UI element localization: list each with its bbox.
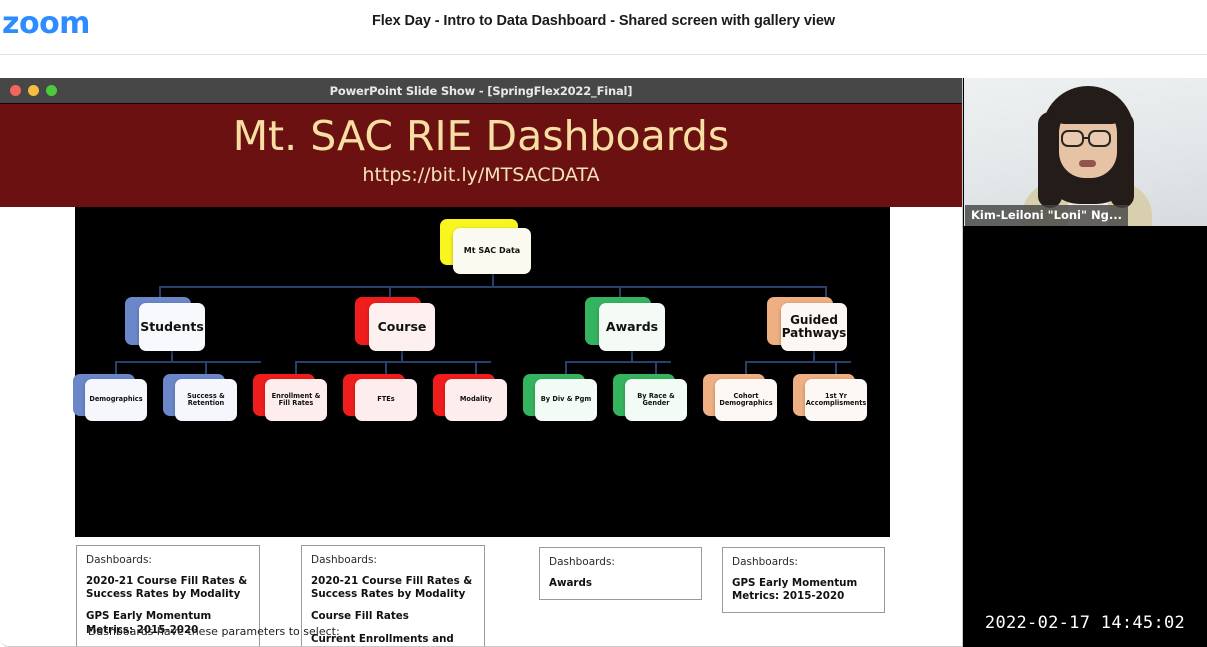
dashboard-box-label: Dashboards:	[732, 556, 798, 568]
powerpoint-window-title: PowerPoint Slide Show - [SpringFlex2022_…	[329, 83, 633, 98]
org-chart-diagram: Mt SAC Data Students Course Awards	[73, 207, 890, 537]
powerpoint-titlebar: PowerPoint Slide Show - [SpringFlex2022_…	[0, 78, 962, 103]
dashboard-box-students: Dashboards: 2020-21 Course Fill Rates & …	[76, 545, 260, 647]
node-label: Course	[369, 303, 435, 351]
dashboard-item: GPS Early Momentum Metrics: 2015-2020	[732, 577, 858, 603]
slide-heading: Mt. SAC RIE Dashboards	[232, 112, 730, 160]
node-label: Modality	[445, 379, 507, 421]
dashboard-item: 2020-21 Course Fill Rates & Success Rate…	[86, 575, 248, 601]
connector-modality-up	[475, 361, 477, 375]
node-label: Students	[139, 303, 205, 351]
connector-success-up	[205, 361, 207, 375]
window-traffic-lights[interactable]	[10, 85, 57, 96]
slide-body: Mt SAC Data Students Course Awards	[0, 207, 962, 647]
connector-enrollment-up	[295, 361, 297, 375]
connector-gp-up	[825, 286, 827, 300]
dashboard-item: GPS Early Momentum Metrics: 2015-2020	[86, 610, 212, 636]
zoom-logo: zoom	[2, 6, 90, 41]
node-label: Awards	[599, 303, 665, 351]
connector-ftes-up	[385, 361, 387, 375]
participant-hair-left	[1038, 112, 1062, 208]
participant-bangs	[1056, 98, 1120, 124]
participant-name-label: Kim-Leiloni "Loni" Ng...	[965, 205, 1128, 226]
node-label: By Race & Gender	[625, 379, 687, 421]
connector-course-up	[389, 286, 391, 300]
node-label: Success & Retention	[175, 379, 237, 421]
connector-awards-bus	[565, 361, 671, 363]
dashboard-box-label: Dashboards:	[311, 554, 377, 566]
dashboard-item: Success and Retention Rates: 2016-2021	[86, 646, 250, 647]
dashboard-item: Course Fill Rates	[311, 610, 409, 623]
node-guided-pathways[interactable]: Guided Pathways	[767, 297, 847, 351]
dashboard-item: 2020-21 Course Fill Rates & Success Rate…	[311, 575, 473, 601]
dashboard-box-label: Dashboards:	[86, 554, 152, 566]
slide-url-link[interactable]: https://bit.ly/MTSACDATA	[362, 164, 600, 186]
node-by-div-pgm[interactable]: By Div & Pgm	[523, 374, 597, 421]
dashboard-box-guided-pathways: Dashboards: GPS Early Momentum Metrics: …	[722, 547, 885, 614]
node-success-retention[interactable]: Success & Retention	[163, 374, 237, 421]
close-window-button[interactable]	[10, 85, 21, 96]
node-awards[interactable]: Awards	[585, 297, 665, 351]
dashboard-box-label: Dashboards:	[549, 556, 615, 568]
connector-course-bus	[295, 361, 491, 363]
node-enrollment-fill-rates[interactable]: Enrollment & Fill Rates	[253, 374, 327, 421]
node-label: Demographics	[85, 379, 147, 421]
connector-gp-down	[813, 345, 815, 361]
node-label: By Div & Pgm	[535, 379, 597, 421]
node-demographics[interactable]: Demographics	[73, 374, 147, 421]
connector-byrace-up	[655, 361, 657, 375]
node-label: Cohort Demographics	[715, 379, 777, 421]
node-ftes[interactable]: FTEs	[343, 374, 417, 421]
connector-course-down	[401, 345, 403, 361]
node-label: Enrollment & Fill Rates	[265, 379, 327, 421]
eyeglasses-right-lens	[1088, 130, 1111, 147]
node-students[interactable]: Students	[125, 297, 205, 351]
node-first-yr-accomplisments[interactable]: 1st Yr Accomplisments	[793, 374, 867, 421]
dashboard-box-awards: Dashboards: Awards	[539, 547, 702, 601]
node-mt-sac-data[interactable]: Mt SAC Data	[440, 219, 531, 274]
node-course[interactable]: Course	[355, 297, 435, 351]
dashboard-item: Current Enrollments and FTES Counts (Com…	[311, 632, 470, 646]
maximize-window-button[interactable]	[46, 85, 57, 96]
node-label: 1st Yr Accomplisments	[805, 379, 867, 421]
connector-demographics-up	[115, 361, 117, 375]
node-label: FTEs	[355, 379, 417, 421]
node-by-race-gender[interactable]: By Race & Gender	[613, 374, 687, 421]
zoom-top-bar: zoom Flex Day - Intro to Data Dashboard …	[0, 0, 1207, 55]
connector-students-bus	[115, 361, 261, 363]
meeting-title: Flex Day - Intro to Data Dashboard - Sha…	[372, 13, 835, 29]
node-label: Guided Pathways	[781, 303, 847, 351]
connector-gp-bus	[745, 361, 851, 363]
connector-root-down	[492, 265, 494, 287]
node-label: Mt SAC Data	[453, 228, 531, 274]
connector-awards-up	[619, 286, 621, 300]
connector-firstyr-up	[835, 361, 837, 375]
parameters-intro-text: Dashboards have these parameters to sele…	[88, 625, 340, 638]
connector-students-up	[159, 286, 161, 300]
participant-video-tile[interactable]: Kim-Leiloni "Loni" Ng...	[964, 78, 1207, 226]
participant-mouth	[1079, 160, 1096, 167]
connector-bydiv-up	[565, 361, 567, 375]
connector-cohort-up	[745, 361, 747, 375]
node-modality[interactable]: Modality	[433, 374, 507, 421]
connector-awards-down	[631, 345, 633, 361]
eyeglasses-left-lens	[1061, 130, 1084, 147]
recording-timestamp: 2022-02-17 14:45:02	[984, 613, 1186, 633]
shared-screen-powerpoint-window: PowerPoint Slide Show - [SpringFlex2022_…	[0, 78, 963, 647]
node-cohort-demographics[interactable]: Cohort Demographics	[703, 374, 777, 421]
gallery-view-column: Kim-Leiloni "Loni" Ng... 2022-02-17 14:4…	[963, 78, 1207, 647]
minimize-window-button[interactable]	[28, 85, 39, 96]
eyeglasses-bridge	[1084, 137, 1088, 139]
dashboard-box-course: Dashboards: 2020-21 Course Fill Rates & …	[301, 545, 485, 646]
dashboard-item: Awards	[549, 577, 593, 589]
connector-students-down	[171, 345, 173, 361]
slide-title-banner: Mt. SAC RIE Dashboards https://bit.ly/MT…	[0, 103, 962, 207]
connector-level2-bus	[159, 286, 827, 288]
